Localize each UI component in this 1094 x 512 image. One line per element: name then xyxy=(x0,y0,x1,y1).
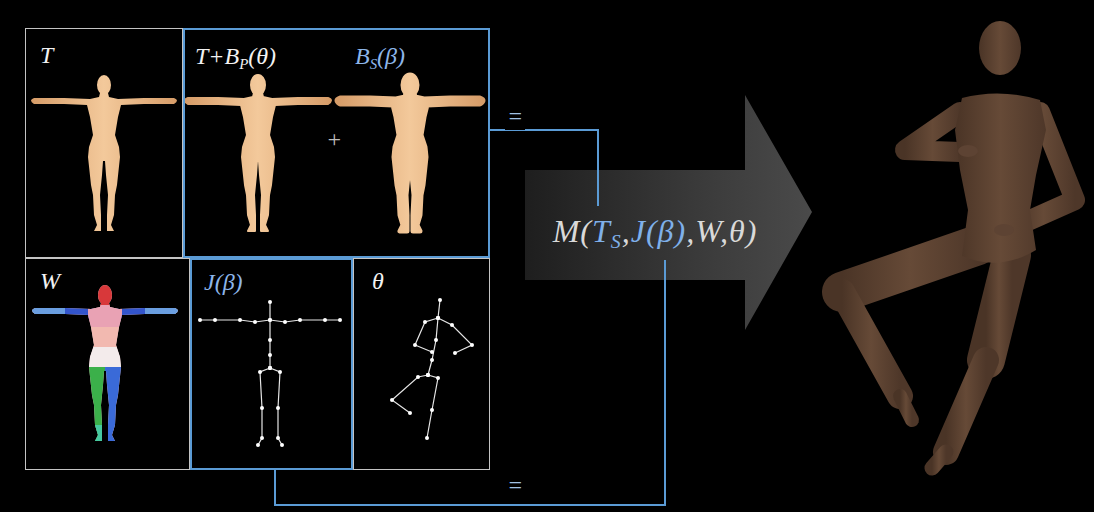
operator-label: + xyxy=(324,126,344,152)
pose-skeleton xyxy=(427,375,438,438)
text-run: , xyxy=(686,213,695,249)
weights-body xyxy=(25,300,65,320)
rest-skeleton xyxy=(258,368,270,445)
template-body xyxy=(31,75,177,231)
posed-body xyxy=(986,255,1012,360)
posed-body xyxy=(932,452,946,468)
posed-body xyxy=(842,292,900,396)
posed-body xyxy=(958,145,978,157)
posed-body xyxy=(946,360,986,452)
subscript: P xyxy=(239,56,248,72)
weights-body xyxy=(80,425,105,447)
weights-body xyxy=(80,367,105,447)
weights-body xyxy=(105,367,135,447)
weights-body xyxy=(88,347,122,367)
text-run: M( xyxy=(553,213,592,249)
cell-symbol: T+BP(θ) xyxy=(195,42,276,74)
text-run: ) xyxy=(746,213,758,249)
cell-symbol: θ xyxy=(372,267,384,296)
shape-blend-body xyxy=(337,75,483,231)
text-run: (θ) xyxy=(248,43,276,69)
text-run: B xyxy=(355,43,370,69)
text-run: θ xyxy=(729,213,746,249)
pose-skeleton xyxy=(415,318,438,352)
subscript: S xyxy=(611,230,622,252)
text-run: θ xyxy=(372,268,384,294)
cell-symbol: T xyxy=(40,41,53,70)
pose-skeleton xyxy=(438,318,472,353)
subscript: S xyxy=(370,55,377,71)
cell-symbol: W xyxy=(40,267,60,296)
posed-body xyxy=(900,396,912,420)
weights-body xyxy=(88,305,122,327)
equals-label: = xyxy=(505,103,525,129)
posed-body xyxy=(994,224,1014,236)
text-run: J(β) xyxy=(631,213,686,249)
text-run: W xyxy=(695,213,720,249)
rest-skeleton xyxy=(269,302,270,368)
model-function: M(TS,J(β),W,θ) xyxy=(505,206,805,260)
text-run: J(β) xyxy=(204,269,243,295)
text-run: T xyxy=(592,213,611,249)
pose-skeleton xyxy=(392,375,428,413)
weights-body xyxy=(145,300,190,320)
posed-body xyxy=(905,112,960,152)
weights-cell: W xyxy=(25,258,190,470)
posed-body xyxy=(842,245,978,292)
rest-skeleton xyxy=(200,302,340,445)
text-run: , xyxy=(720,213,729,249)
template-cell: T xyxy=(25,28,183,258)
pose-skeleton xyxy=(392,300,472,438)
pose-skeleton xyxy=(428,300,440,375)
rest-skeleton xyxy=(270,368,282,445)
joints-box: J(β) xyxy=(190,258,353,470)
weights-body xyxy=(25,280,190,460)
cell-symbol: J(β) xyxy=(204,268,243,297)
text-run: W xyxy=(40,268,60,294)
model-formula: M(TS,J(β),W,θ) xyxy=(553,212,758,254)
text-run: , xyxy=(622,213,631,249)
pose-corrected-body xyxy=(185,75,331,231)
weights-body xyxy=(25,280,190,460)
pose-cell: θ xyxy=(353,258,490,470)
text-run: (β) xyxy=(377,43,405,69)
equals-label: = xyxy=(505,472,525,498)
posed-body xyxy=(955,93,1046,262)
connector-line xyxy=(490,130,598,206)
cell-symbol: BS(β) xyxy=(355,42,405,74)
posed-body xyxy=(979,21,1021,75)
text-run: T xyxy=(40,42,53,68)
weights-body xyxy=(88,327,122,347)
posed-body xyxy=(842,21,1075,468)
text-run: T+B xyxy=(195,43,239,69)
posed-body xyxy=(842,68,1075,468)
